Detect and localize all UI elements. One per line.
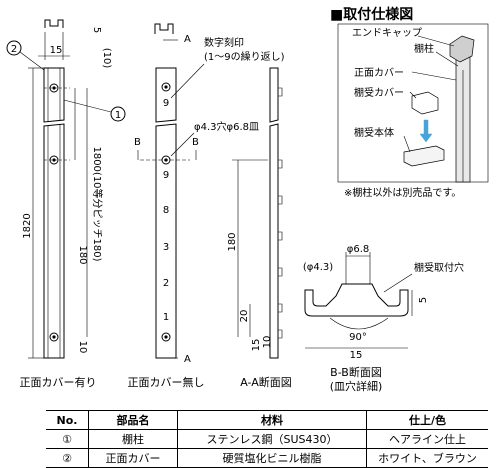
caption-section-bb-detail: (皿穴詳細) xyxy=(330,379,383,393)
spec-table: No. 部品名 材料 仕上/色 ① 棚柱 ステンレス鋼（SUS430） ヘアライ… xyxy=(46,410,488,468)
cell-no: ② xyxy=(46,448,89,468)
cell-no: ① xyxy=(46,429,89,449)
cell-part-name: 棚柱 xyxy=(88,429,178,449)
cell-finish: ホワイト、ブラウン xyxy=(366,448,488,468)
dim-bb-15: 15 xyxy=(350,350,363,361)
mounting-inset: エンドキャップ 棚柱 正面カバー 棚受カバー 棚受本体 xyxy=(337,23,489,183)
digit-engraving-label: 数字刻印 xyxy=(204,36,244,49)
inset-bracket-body-label: 棚受本体 xyxy=(354,126,394,139)
dim-left-10: 10 xyxy=(77,341,88,354)
dim-top-width: 15 xyxy=(50,45,63,56)
header-part-name: 部品名 xyxy=(88,410,178,430)
dim-bb-43: (φ4.3) xyxy=(303,262,333,273)
caption-front-without-cover: 正面カバー無し xyxy=(128,375,205,389)
front-without-cover-view: A 9 9 8 3 2 1 B B A 数字刻印 (1～9の繰り返し) φ4.3… xyxy=(134,23,285,365)
post-bottom-segment xyxy=(43,123,65,359)
table-row: ② 正面カバー 硬質塩化ビニル樹脂 ホワイト、ブラウン xyxy=(46,448,488,468)
b-mark-left: B xyxy=(134,137,141,148)
a-mark-top: A xyxy=(184,34,191,45)
dim-pitch: 1800(10等分ピッチ180) xyxy=(91,146,104,261)
inset-end-cap xyxy=(449,35,475,63)
engraved-digit: 9 xyxy=(163,98,169,109)
engraved-digit: 9 xyxy=(163,170,169,181)
bb-profile xyxy=(304,283,409,317)
top-profile xyxy=(44,19,64,28)
b-mark-right: B xyxy=(192,137,199,148)
dim-aa-15: 15 xyxy=(251,339,262,352)
cell-part-name: 正面カバー xyxy=(88,448,178,468)
section-bottom-segment xyxy=(269,123,279,359)
inset-note: ※棚柱以外は別売品です。 xyxy=(344,188,462,199)
section-aa-view: 180 20 15 10 xyxy=(227,67,283,359)
inset-frame xyxy=(337,23,489,183)
dim-top-10: (10) xyxy=(101,48,112,69)
mount-hole xyxy=(49,332,59,342)
mount-hole xyxy=(161,82,171,92)
dim-top-5: 5 xyxy=(91,27,102,33)
dim-bb-5: 5 xyxy=(418,297,429,303)
part1-callout xyxy=(110,106,126,122)
dim-total-length: 1820 xyxy=(22,213,33,238)
caption-section-bb: B-B断面図 xyxy=(330,365,382,379)
inset-post-label: 棚柱 xyxy=(414,42,434,55)
cell-finish: ヘアライン仕上 xyxy=(366,429,488,449)
slot-teeth xyxy=(278,87,283,339)
caption-section-aa: A-A断面図 xyxy=(240,375,292,389)
table-header-row: No. 部品名 材料 仕上/色 xyxy=(46,410,488,430)
digit-engraving-sub: (1～9の繰り返し) xyxy=(204,50,285,63)
cell-material: ステンレス鋼（SUS430） xyxy=(177,429,367,449)
section-top-segment xyxy=(269,67,279,123)
angle-arc xyxy=(329,317,389,330)
inset-end-cap-label: エンドキャップ xyxy=(352,27,422,39)
table-row: ① 棚柱 ステンレス鋼（SUS430） ヘアライン仕上 xyxy=(46,429,488,449)
post-top-segment xyxy=(155,67,177,123)
hole-spec-label: φ4.3穴φ6.8皿 xyxy=(194,120,259,133)
mount-hole-label: 棚受取付穴 xyxy=(414,261,464,274)
top-profile xyxy=(154,23,174,34)
part1-number: 1 xyxy=(115,110,121,121)
a-mark-bottom: A xyxy=(184,354,191,365)
mount-hole xyxy=(161,332,171,342)
dim-aa-20: 20 xyxy=(239,310,250,323)
header-material: 材料 xyxy=(177,410,367,430)
front-with-cover-view: 15 2 1 1820 1800(10等分ピッチ180) 180 (10 xyxy=(6,19,126,359)
inset-title: ■取付仕様図 xyxy=(330,7,414,23)
header-no: No. xyxy=(46,410,89,430)
caption-front-with-cover: 正面カバー有り xyxy=(20,375,97,389)
dim-aa-10: 10 xyxy=(262,336,273,349)
engraved-digit: 3 xyxy=(163,242,169,253)
dim-bb-68: φ6.8 xyxy=(347,244,370,255)
dim-aa-180: 180 xyxy=(227,232,238,251)
inset-down-arrow xyxy=(419,119,433,143)
header-finish: 仕上/色 xyxy=(366,410,488,430)
engraved-digit: 2 xyxy=(163,278,169,289)
inset-bracket-cover xyxy=(411,91,439,115)
post-top-segment xyxy=(43,67,65,123)
section-bb-view: φ6.8 (φ4.3) 5 90° 15 棚受取付穴 xyxy=(303,244,464,361)
cell-material: 硬質塩化ビニル樹脂 xyxy=(177,448,367,468)
part2-callout xyxy=(6,40,22,56)
part2-number: 2 xyxy=(11,44,17,55)
inset-bracket-body xyxy=(403,145,445,167)
inset-bracket-cover-label: 棚受カバー xyxy=(354,86,404,99)
dim-bb-90: 90° xyxy=(349,332,367,343)
inset-front-cover-label: 正面カバー xyxy=(354,67,404,79)
engraved-digit: 1 xyxy=(163,312,169,323)
dim-left-180: 180 xyxy=(77,245,88,264)
engraved-digit: 8 xyxy=(163,205,169,216)
